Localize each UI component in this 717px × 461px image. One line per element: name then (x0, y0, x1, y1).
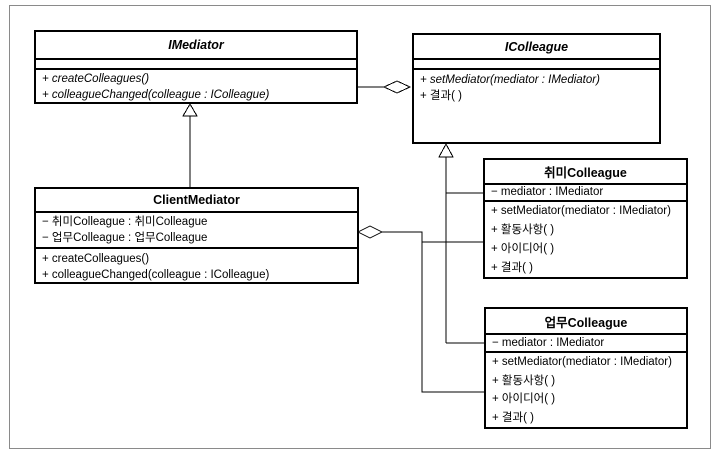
diagram-border (9, 5, 711, 449)
method-row: + createColleagues() (42, 253, 150, 265)
class-title: IColleague (414, 35, 659, 60)
class-title: 업무Colleague (486, 309, 686, 335)
methods-compartment: + setMediator(mediator : IMediator) + 활동사… (485, 202, 686, 278)
attributes-compartment: − mediator : IMediator (485, 185, 686, 202)
method-row: + setMediator(mediator : IMediator) (492, 356, 672, 368)
generalization-clientmediator-imediator (182, 103, 198, 187)
attributes-compartment (414, 60, 659, 70)
class-title: IMediator (36, 32, 356, 60)
class-box-icolleague: IColleague + setMediator(mediator : IMedi… (412, 33, 661, 144)
method-row: + colleagueChanged(colleague : IColleagu… (42, 89, 270, 101)
methods-compartment: + createColleagues() + colleagueChanged(c… (36, 70, 356, 103)
attribute-row: − mediator : IMediator (491, 186, 604, 198)
aggregation-clientmediator-colleagues (356, 225, 485, 393)
method-row: + createColleagues() (42, 73, 150, 85)
class-box-imediator: IMediator + createColleagues() + colleague… (34, 30, 358, 104)
generalization-triangle-icon (182, 103, 198, 117)
method-row: + 결과( ) (420, 89, 462, 102)
class-title: 취미Colleague (485, 160, 686, 185)
class-box-clientmediator: ClientMediator− 취미Colleague : 취미Colleagu… (34, 187, 359, 284)
class-box-hobbycolleague: 취미Colleague− mediator : IMediator + setMe… (483, 158, 688, 279)
class-title: ClientMediator (36, 189, 357, 213)
method-row: + 아이디어( ) (492, 393, 556, 405)
attribute-row: − 업무Colleague : 업무Colleague (42, 232, 208, 244)
aggregation-diamond-icon (382, 80, 412, 94)
generalization-triangle-icon (438, 142, 454, 158)
aggregation-diamond-icon (356, 225, 384, 239)
method-row: + colleagueChanged(colleague : IColleagu… (42, 268, 270, 281)
method-row: + 아이디어( ) (491, 243, 555, 255)
method-row: + 활동사항( ) (491, 224, 555, 236)
aggregation-imediator-icolleague (357, 80, 412, 94)
method-row: + setMediator(mediator : IMediator) (491, 205, 671, 217)
attributes-compartment (36, 60, 356, 70)
method-row: + 활동사항( ) (492, 374, 556, 387)
generalization-colleagues-icolleague (438, 142, 485, 344)
attributes-compartment: − mediator : IMediator (486, 335, 686, 353)
attribute-row: − mediator : IMediator (492, 337, 605, 349)
class-box-workcolleague: 업무Colleague − mediator : IMediator + setMe… (484, 307, 688, 429)
method-row: + 결과( ) (491, 262, 533, 274)
methods-compartment: + setMediator(mediator : IMediator) + 결과(… (414, 70, 659, 104)
method-row: + setMediator(mediator : IMediator) (420, 74, 600, 86)
methods-compartment: + createColleagues() + colleagueChanged(c… (36, 249, 357, 283)
attribute-row: − 취미Colleague : 취미Colleague (42, 216, 208, 228)
method-row: + 결과( ) (492, 411, 534, 424)
attributes-compartment: − 취미Colleague : 취미Colleague − 업무Colleague… (36, 213, 357, 249)
methods-compartment: + setMediator(mediator : IMediator) + 활동사… (486, 353, 686, 427)
